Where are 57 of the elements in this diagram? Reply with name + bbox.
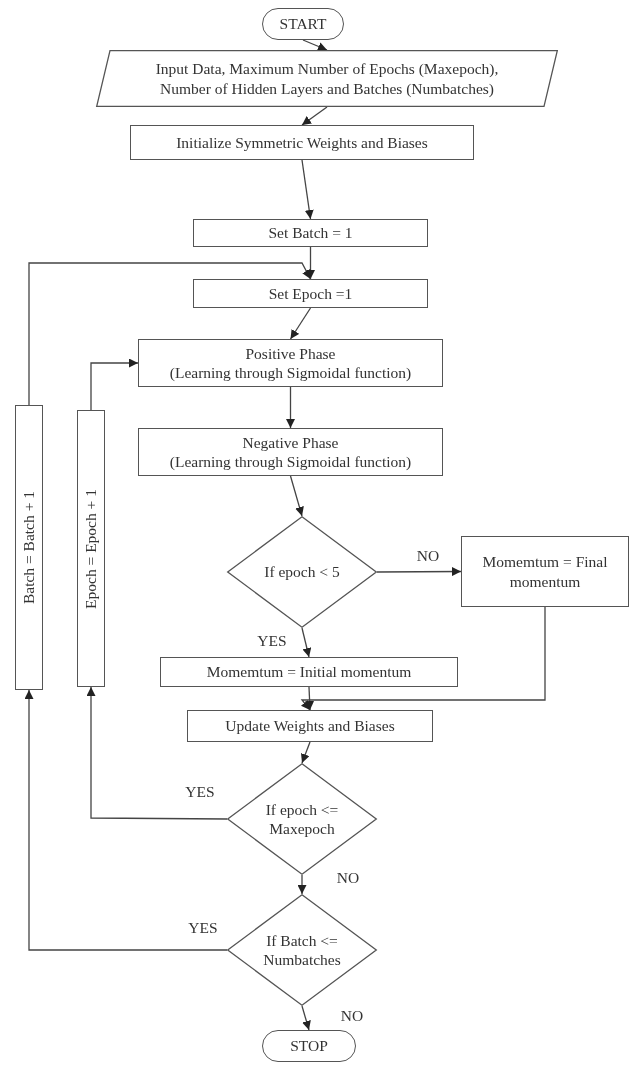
process-box [138,339,443,387]
decision-text: If epoch <= Maxepoch [264,799,340,839]
arrow [86,686,228,820]
arrow [376,567,462,577]
box-text: Momemtum = Initial momentum [206,662,412,682]
arrow [301,106,328,126]
box-text: (Learning through Sigmoidal function) [169,363,412,383]
box-text: Set Epoch =1 [268,283,353,304]
process-box [461,536,629,607]
process-box [130,125,474,160]
decision-diamond [227,763,377,875]
decision-text: If epoch < 5 [264,562,340,582]
edge-label: NO [414,548,442,564]
process-box [187,710,433,742]
process-box [15,405,43,690]
terminal-pill [262,8,344,40]
arrow [300,606,546,711]
process-box [193,219,428,247]
arrow [24,689,228,951]
box-text: START [279,14,327,34]
process-box [193,279,428,308]
process-box [160,657,458,687]
decision-diamond [227,516,377,628]
arrow [28,262,312,406]
arrow [289,475,304,517]
box-text: STOP [290,1036,328,1056]
decision-text: If Batch <= Numbatches [262,930,342,970]
edge-label: NO [338,1008,366,1024]
arrow [289,307,312,340]
arrow [297,874,307,895]
box-text: Set Batch = 1 [268,223,353,243]
arrow [90,358,139,411]
arrow [302,39,328,51]
terminal-pill [262,1030,356,1062]
arrow [286,386,295,429]
process-box [77,410,105,687]
box-text: Positive Phase [245,343,336,363]
arrow [301,1005,311,1031]
edge-label: YES [183,784,217,800]
box-text: Epoch = Epoch + 1 [81,488,101,609]
box-text: Input Data, Maximum Number of Epochs (Maxepoch), Number of Hidden Layers and Batches (Numbatches) [154,59,500,98]
box-text: (Learning through Sigmoidal function) [169,452,412,472]
box-text: Batch = Batch + 1 [19,490,39,604]
box-text: Update Weights and Biases [225,716,395,736]
arrow [301,159,314,220]
arrow [301,741,311,764]
arrow [305,686,315,711]
box-text: Initialize Symmetric Weights and Biases [176,132,428,153]
edge-label: YES [186,920,220,936]
edge-label: NO [334,870,362,886]
arrow [301,627,312,658]
input-parallelogram [96,50,558,107]
box-text: Negative Phase [242,432,339,452]
process-box [138,428,443,476]
decision-diamond [227,894,377,1006]
box-text: Momemtum = Final momentum [481,552,609,591]
edge-label: YES [255,633,289,649]
